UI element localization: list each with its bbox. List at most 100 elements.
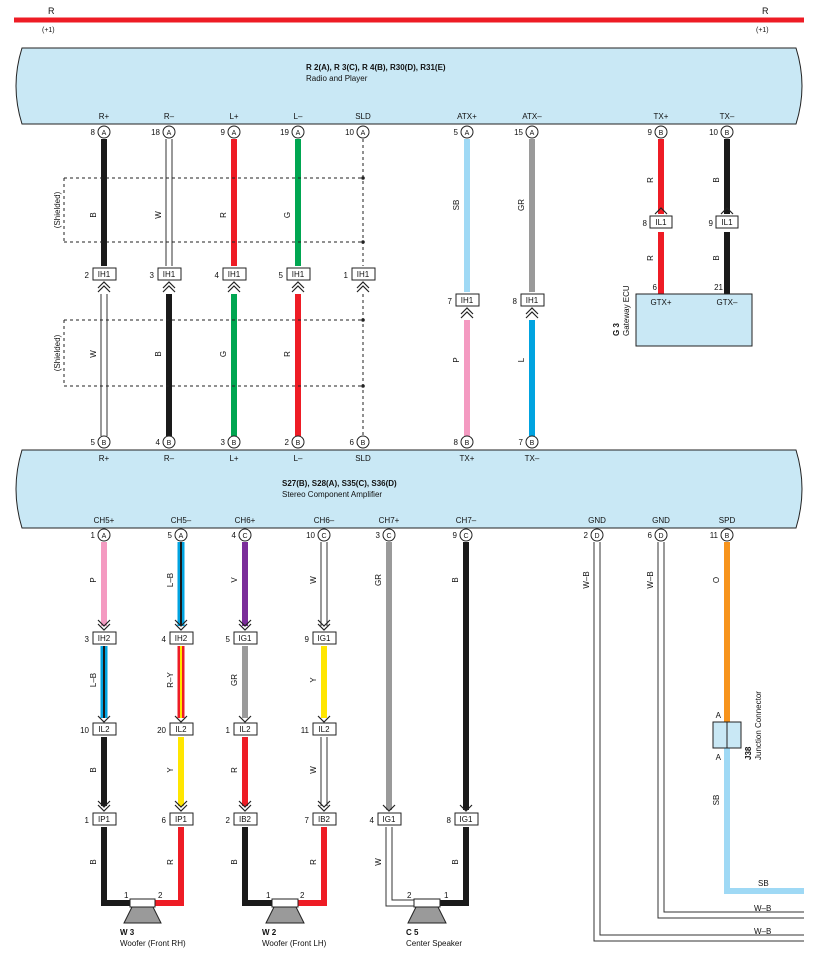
amp-bottom-label: CH5– <box>171 516 192 525</box>
upper-wire-labels: B W R G SB GR R B R B <box>89 177 721 261</box>
shielded-label: (Shielded) <box>53 191 62 228</box>
connector-num: 1 <box>344 271 349 280</box>
connector-arrow <box>238 619 252 631</box>
wire-color-label: B <box>230 859 239 864</box>
connector-num: 7 <box>448 297 453 306</box>
power-right-label: R <box>762 6 769 16</box>
speaker-pin: 2 <box>300 891 305 900</box>
middle-wires <box>100 294 535 436</box>
amp-bottom-label: CH6+ <box>235 516 256 525</box>
amp-pin-circle <box>525 435 539 449</box>
amp-top-label: TX+ <box>460 454 475 463</box>
connector-num: 2 <box>226 816 231 825</box>
wire-color-label: GR <box>517 199 526 211</box>
speaker-name: Woofer (Front LH) <box>262 939 327 948</box>
connector-box <box>92 267 117 281</box>
amp-bottom-label: CH7+ <box>379 516 400 525</box>
gnd-wire-1 <box>593 542 804 942</box>
speaker-icon <box>407 898 447 924</box>
connector-num: 1 <box>226 726 231 735</box>
wire-w2-2 <box>298 827 327 906</box>
connector-name: IL2 <box>318 725 330 734</box>
radio-pin-circle <box>97 125 111 139</box>
connector-num: 3 <box>85 635 90 644</box>
connector-box <box>92 722 117 736</box>
gnd-wire-2 <box>657 542 804 919</box>
row-c-connectors: 1 IP1 6 IP1 2 IB2 7 IB2 4 IG1 <box>85 800 479 826</box>
amp-pin-circle <box>317 528 331 542</box>
radio-pin-conn: A <box>232 130 237 137</box>
connector-num: 8 <box>513 297 518 306</box>
amp-bottom-label: CH7– <box>456 516 477 525</box>
shield-lower: (Shielded) <box>53 318 365 388</box>
junction-name: Junction Connector <box>754 691 763 760</box>
amp-pin-circle <box>97 435 111 449</box>
radio-pin-circle <box>460 125 474 139</box>
amp-pin-num: 4 <box>156 438 161 447</box>
connector-name: IB2 <box>239 815 252 824</box>
amp-bottom-label: GND <box>588 516 606 525</box>
radio-pin-num: 5 <box>454 128 459 137</box>
connector-box <box>351 267 376 281</box>
connector-num: 7 <box>305 816 310 825</box>
radio-pin-num: 19 <box>280 128 289 137</box>
junction-pin-top: A <box>716 711 722 720</box>
amp-pin-conn: B <box>102 440 107 447</box>
connector-name: IP1 <box>98 815 111 824</box>
amp-pin-conn: A <box>102 533 107 540</box>
upper-wires <box>101 139 730 294</box>
connector-arrow <box>317 715 331 723</box>
wire-color-label: R <box>309 859 318 865</box>
radio-pin-label: ATX+ <box>457 112 477 121</box>
radio-pin-label: TX+ <box>654 112 669 121</box>
radio-pin-num: 9 <box>221 128 226 137</box>
wire-color-label: L–B <box>166 573 175 587</box>
connector-arrow <box>356 281 370 293</box>
connector-arrow <box>174 715 188 723</box>
power-left-note: (+1) <box>42 27 55 34</box>
junction-code: J38 <box>744 746 753 760</box>
radio-panel <box>15 47 803 125</box>
amp-pin-circle <box>356 435 370 449</box>
wire-color-label: B <box>154 351 163 356</box>
connector-arrow <box>97 800 111 812</box>
radio-pin-conn: A <box>102 130 107 137</box>
amp-pin-conn: C <box>321 533 326 540</box>
speaker-pin: 2 <box>158 891 163 900</box>
connector-box <box>312 722 337 736</box>
junction-connector: A A J38 Junction Connector <box>712 691 763 762</box>
connector-name: IH1 <box>526 296 539 305</box>
amp-pin-conn: C <box>242 533 247 540</box>
connector-num: 8 <box>447 816 452 825</box>
connector-box <box>454 812 479 826</box>
connector-num: 5 <box>226 635 231 644</box>
wire-color-label: GR <box>230 674 239 686</box>
connector-num: 4 <box>162 635 167 644</box>
connector-arrow <box>525 307 539 319</box>
connector-box <box>377 812 402 826</box>
connector-name: IH1 <box>228 270 241 279</box>
amp-pin-num: 3 <box>221 438 226 447</box>
radio-pin-conn: A <box>167 130 172 137</box>
connector-box <box>157 267 182 281</box>
wire-color-label: R <box>646 177 655 183</box>
radio-pin-circle <box>525 125 539 139</box>
connector-name: IH1 <box>292 270 305 279</box>
connector-name: IG1 <box>239 634 252 643</box>
amp-bottom-label: CH6– <box>314 516 335 525</box>
speaker-name: Woofer (Front RH) <box>120 939 186 948</box>
connector-box <box>92 812 117 826</box>
amp-pin-conn: C <box>463 533 468 540</box>
radio-pin-circle <box>356 125 370 139</box>
amp-pin-conn: D <box>658 533 663 540</box>
connector-arrow <box>720 207 734 215</box>
connector-box <box>169 812 194 826</box>
wire-color-label: W <box>154 211 163 219</box>
connector-arrow <box>291 281 305 293</box>
amp-pin-num: 4 <box>232 531 237 540</box>
amp-pin-circle <box>654 528 668 542</box>
amp-pin-conn: B <box>725 533 730 540</box>
shield-upper: (Shielded) <box>53 176 365 244</box>
connector-name: IG1 <box>460 815 473 824</box>
